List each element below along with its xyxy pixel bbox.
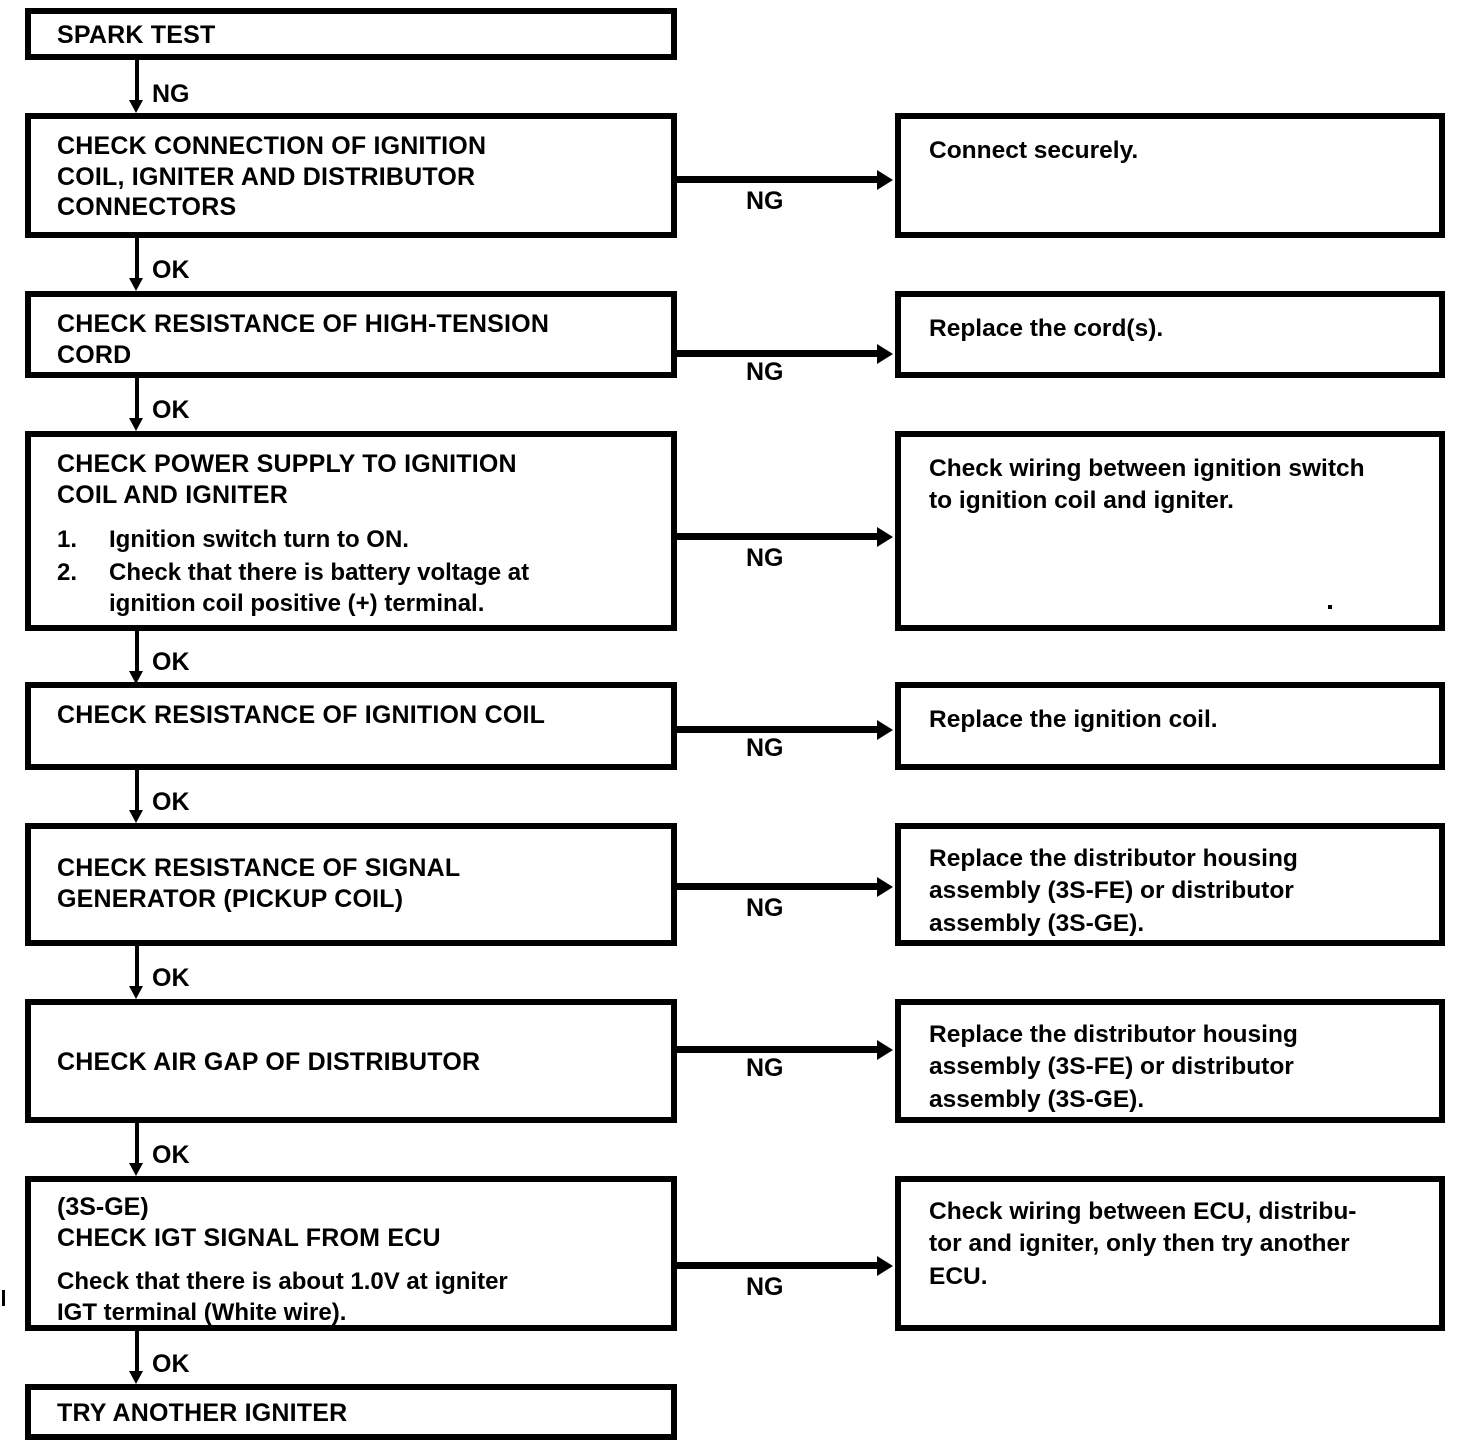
- edge-e3-arrowhead: [129, 278, 143, 291]
- edge-e3-label: OK: [152, 256, 190, 284]
- node-try-another-igniter-title: TRY ANOTHER IGNITER: [57, 1399, 348, 1427]
- edge-e7-line: [135, 631, 139, 677]
- edge-e2-line: [677, 176, 879, 183]
- node-replace-distributor-2-text: Replace the distributor housing assembly…: [929, 1021, 1298, 1113]
- node-check-coil-resistance-title: CHECK RESISTANCE OF IGNITION COIL: [57, 701, 546, 729]
- node-check-connection-title: CHECK CONNECTION OF IGNITION COIL, IGNIT…: [57, 132, 487, 221]
- edge-e9-line: [135, 770, 139, 816]
- edge-e10-arrowhead: [877, 877, 893, 897]
- node-check-wiring-switch-text: Check wiring between ignition switch to …: [929, 455, 1365, 515]
- edge-e6-label: NG: [746, 544, 784, 572]
- step-number: 1.: [57, 526, 78, 553]
- step-text: Ignition switch turn to ON.: [109, 526, 409, 553]
- node-replace-distributor-1[interactable]: Replace the distributor housing assembly…: [895, 823, 1445, 946]
- edge-e11-arrowhead: [129, 986, 143, 999]
- edge-e14-line: [677, 1262, 879, 1269]
- edge-e12-label: NG: [746, 1054, 784, 1082]
- step-number: 2.: [57, 559, 78, 587]
- node-replace-distributor-2[interactable]: Replace the distributor housing assembly…: [895, 999, 1445, 1123]
- edge-e8-arrowhead: [877, 720, 893, 740]
- edge-e11-line: [135, 946, 139, 992]
- edge-e8-label: NG: [746, 734, 784, 762]
- edge-e3-line: [135, 238, 139, 284]
- node-check-ht-cord[interactable]: CHECK RESISTANCE OF HIGH-TENSION CORD: [25, 291, 677, 378]
- node-replace-coil-text: Replace the ignition coil.: [929, 706, 1218, 733]
- edge-e1-arrowhead: [129, 100, 143, 113]
- edge-e7-label: OK: [152, 648, 190, 676]
- edge-e14-arrowhead: [877, 1256, 893, 1276]
- edge-e14-label: NG: [746, 1273, 784, 1301]
- edge-e10-label: NG: [746, 894, 784, 922]
- edge-e1-line: [135, 60, 139, 106]
- scan-artifact-left: [2, 1290, 5, 1306]
- power-supply-step: 2. Check that there is battery voltage a…: [57, 557, 671, 619]
- edge-e12-line: [677, 1046, 879, 1053]
- node-replace-distributor-1-text: Replace the distributor housing assembly…: [929, 845, 1298, 937]
- edge-e9-arrowhead: [129, 810, 143, 823]
- edge-e15-arrowhead: [129, 1371, 143, 1384]
- power-supply-step: 1. Ignition switch turn to ON.: [57, 524, 671, 555]
- edge-e13-label: OK: [152, 1141, 190, 1169]
- edge-e4-line: [677, 350, 879, 357]
- node-try-another-igniter[interactable]: TRY ANOTHER IGNITER: [25, 1384, 677, 1440]
- edge-e10-line: [677, 883, 879, 890]
- node-check-air-gap[interactable]: CHECK AIR GAP OF DISTRIBUTOR: [25, 999, 677, 1123]
- node-spark-test-title: SPARK TEST: [57, 21, 216, 49]
- node-check-power-supply-title: CHECK POWER SUPPLY TO IGNITION COIL AND …: [57, 450, 517, 509]
- node-replace-cord-text: Replace the cord(s).: [929, 315, 1164, 342]
- power-supply-step-list: 1. Ignition switch turn to ON. 2. Check …: [57, 524, 671, 620]
- edge-e8-line: [677, 726, 879, 733]
- edge-e15-line: [135, 1331, 139, 1377]
- scan-artifact-right: [1328, 605, 1332, 609]
- edge-e13-line: [135, 1123, 139, 1169]
- node-check-air-gap-title: CHECK AIR GAP OF DISTRIBUTOR: [57, 1048, 481, 1076]
- edge-e7-arrowhead: [129, 671, 143, 684]
- node-check-wiring-switch[interactable]: Check wiring between ignition switch to …: [895, 431, 1445, 631]
- node-check-signal-generator-title: CHECK RESISTANCE OF SIGNAL GENERATOR (PI…: [57, 854, 461, 913]
- edge-e6-line: [677, 533, 879, 540]
- edge-e4-label: NG: [746, 358, 784, 386]
- node-connect-securely[interactable]: Connect securely.: [895, 113, 1445, 238]
- node-check-wiring-ecu[interactable]: Check wiring between ECU, distribu- tor …: [895, 1176, 1445, 1331]
- edge-e9-label: OK: [152, 788, 190, 816]
- node-spark-test[interactable]: SPARK TEST: [25, 8, 677, 60]
- edge-e12-arrowhead: [877, 1040, 893, 1060]
- edge-e2-arrowhead: [877, 170, 893, 190]
- node-check-coil-resistance[interactable]: CHECK RESISTANCE OF IGNITION COIL: [25, 682, 677, 770]
- edge-e11-label: OK: [152, 964, 190, 992]
- edge-e6-arrowhead: [877, 527, 893, 547]
- edge-e5-arrowhead: [129, 418, 143, 431]
- node-check-connection[interactable]: CHECK CONNECTION OF IGNITION COIL, IGNIT…: [25, 113, 677, 238]
- step-text: Check that there is battery voltage at i…: [109, 559, 530, 618]
- node-check-igt-signal-title: CHECK IGT SIGNAL FROM ECU: [57, 1223, 441, 1252]
- edge-e5-line: [135, 378, 139, 424]
- node-check-ht-cord-title: CHECK RESISTANCE OF HIGH-TENSION CORD: [57, 310, 550, 369]
- node-check-igt-signal-text: Check that there is about 1.0V at ignite…: [57, 1268, 508, 1326]
- node-check-wiring-ecu-text: Check wiring between ECU, distribu- tor …: [929, 1198, 1357, 1290]
- node-check-igt-signal[interactable]: (3S-GE) CHECK IGT SIGNAL FROM ECU Check …: [25, 1176, 677, 1331]
- node-check-signal-generator[interactable]: CHECK RESISTANCE OF SIGNAL GENERATOR (PI…: [25, 823, 677, 946]
- node-replace-coil[interactable]: Replace the ignition coil.: [895, 682, 1445, 770]
- node-check-igt-signal-variant: (3S-GE): [57, 1193, 149, 1221]
- edge-e15-label: OK: [152, 1350, 190, 1378]
- edge-e4-arrowhead: [877, 344, 893, 364]
- node-replace-cord[interactable]: Replace the cord(s).: [895, 291, 1445, 378]
- node-check-power-supply[interactable]: CHECK POWER SUPPLY TO IGNITION COIL AND …: [25, 431, 677, 631]
- edge-e13-arrowhead: [129, 1163, 143, 1176]
- edge-e1-label: NG: [152, 80, 190, 108]
- node-connect-securely-text: Connect securely.: [929, 137, 1139, 164]
- edge-e2-label: NG: [746, 187, 784, 215]
- edge-e5-label: OK: [152, 396, 190, 424]
